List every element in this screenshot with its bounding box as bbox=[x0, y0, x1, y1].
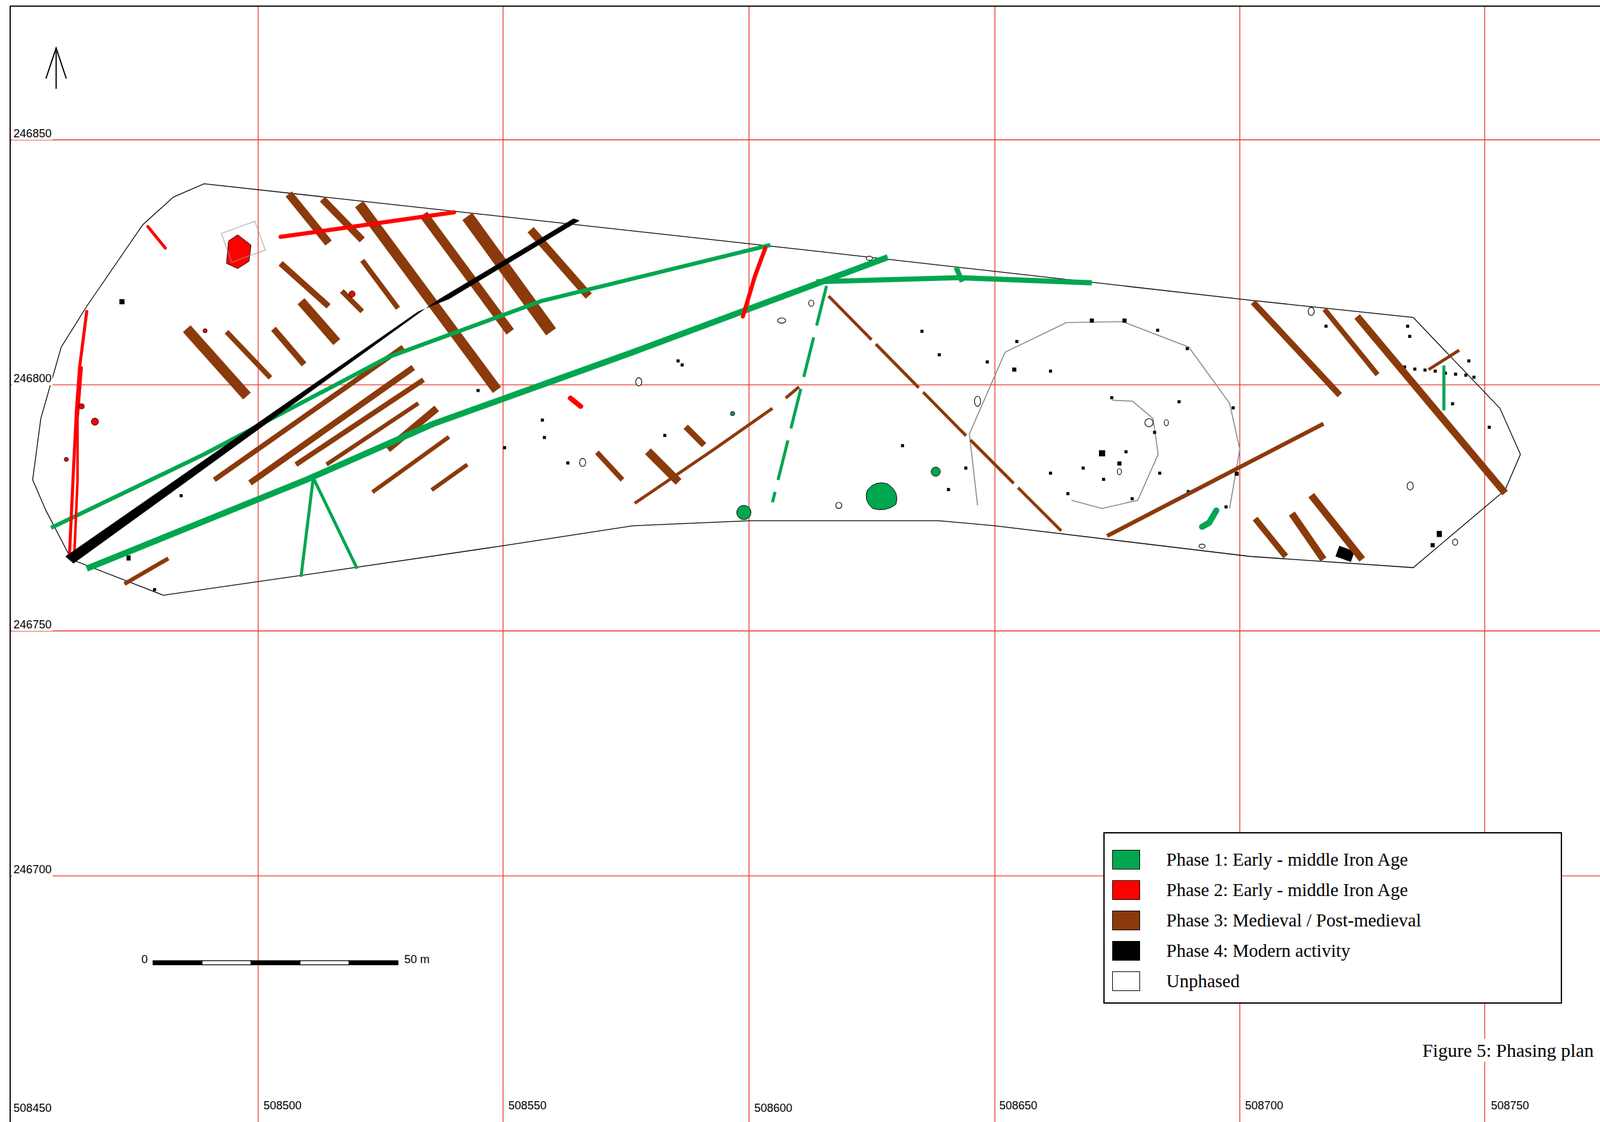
legend-swatch bbox=[1112, 849, 1141, 870]
easting-label: 508600 bbox=[752, 1102, 794, 1115]
scale-bar bbox=[153, 960, 398, 965]
phase1-pits bbox=[730, 411, 941, 520]
legend-box: Phase 1: Early - middle Iron AgePhase 2:… bbox=[1103, 831, 1563, 1004]
northing-label: 246750 bbox=[12, 618, 53, 632]
figure-caption: Figure 5: Phasing plan bbox=[1420, 1038, 1595, 1062]
easting-label: 508750 bbox=[1489, 1099, 1531, 1113]
legend-text: Phase 3: Medieval / Post-medieval bbox=[1166, 909, 1422, 931]
unphased-postholes bbox=[119, 299, 1492, 591]
legend-text: Phase 4: Modern activity bbox=[1166, 940, 1351, 962]
legend-row: Phase 2: Early - middle Iron Age bbox=[1104, 874, 1562, 906]
easting-label: 508650 bbox=[997, 1099, 1039, 1113]
legend-text: Unphased bbox=[1166, 970, 1241, 992]
easting-label: 508700 bbox=[1243, 1099, 1285, 1113]
phase1-ditches bbox=[51, 244, 1445, 577]
phase2-features bbox=[69, 212, 766, 557]
northing-label: 246700 bbox=[12, 863, 53, 877]
scale-label: 0 bbox=[139, 953, 149, 967]
easting-label: 508450 bbox=[12, 1102, 53, 1115]
legend-row: Phase 1: Early - middle Iron Age bbox=[1104, 844, 1562, 875]
northing-label: 246800 bbox=[12, 372, 53, 386]
legend-swatch bbox=[1112, 910, 1141, 931]
modern-trench bbox=[65, 218, 580, 564]
frame bbox=[10, 6, 1600, 1122]
easting-label: 508550 bbox=[507, 1099, 548, 1113]
grid bbox=[10, 6, 1600, 1122]
legend-row: Phase 3: Medieval / Post-medieval bbox=[1104, 905, 1562, 936]
northing-label: 246850 bbox=[12, 127, 53, 141]
easting-label: 508500 bbox=[262, 1099, 304, 1113]
context-box bbox=[221, 221, 266, 263]
site-outline bbox=[32, 183, 1521, 595]
legend-row: Phase 4: Modern activity bbox=[1104, 935, 1562, 967]
scale-label: 50 m bbox=[403, 953, 431, 967]
legend-swatch bbox=[1112, 880, 1141, 900]
legend-text: Phase 1: Early - middle Iron Age bbox=[1166, 849, 1409, 870]
legend-text: Phase 2: Early - middle Iron Age bbox=[1166, 879, 1409, 901]
legend-swatch bbox=[1112, 940, 1141, 961]
north-arrow bbox=[46, 48, 67, 90]
legend-row: Unphased bbox=[1104, 966, 1562, 997]
unphased-pits bbox=[579, 256, 1458, 548]
phase2-pits bbox=[64, 234, 356, 462]
legend-swatch bbox=[1112, 971, 1141, 991]
